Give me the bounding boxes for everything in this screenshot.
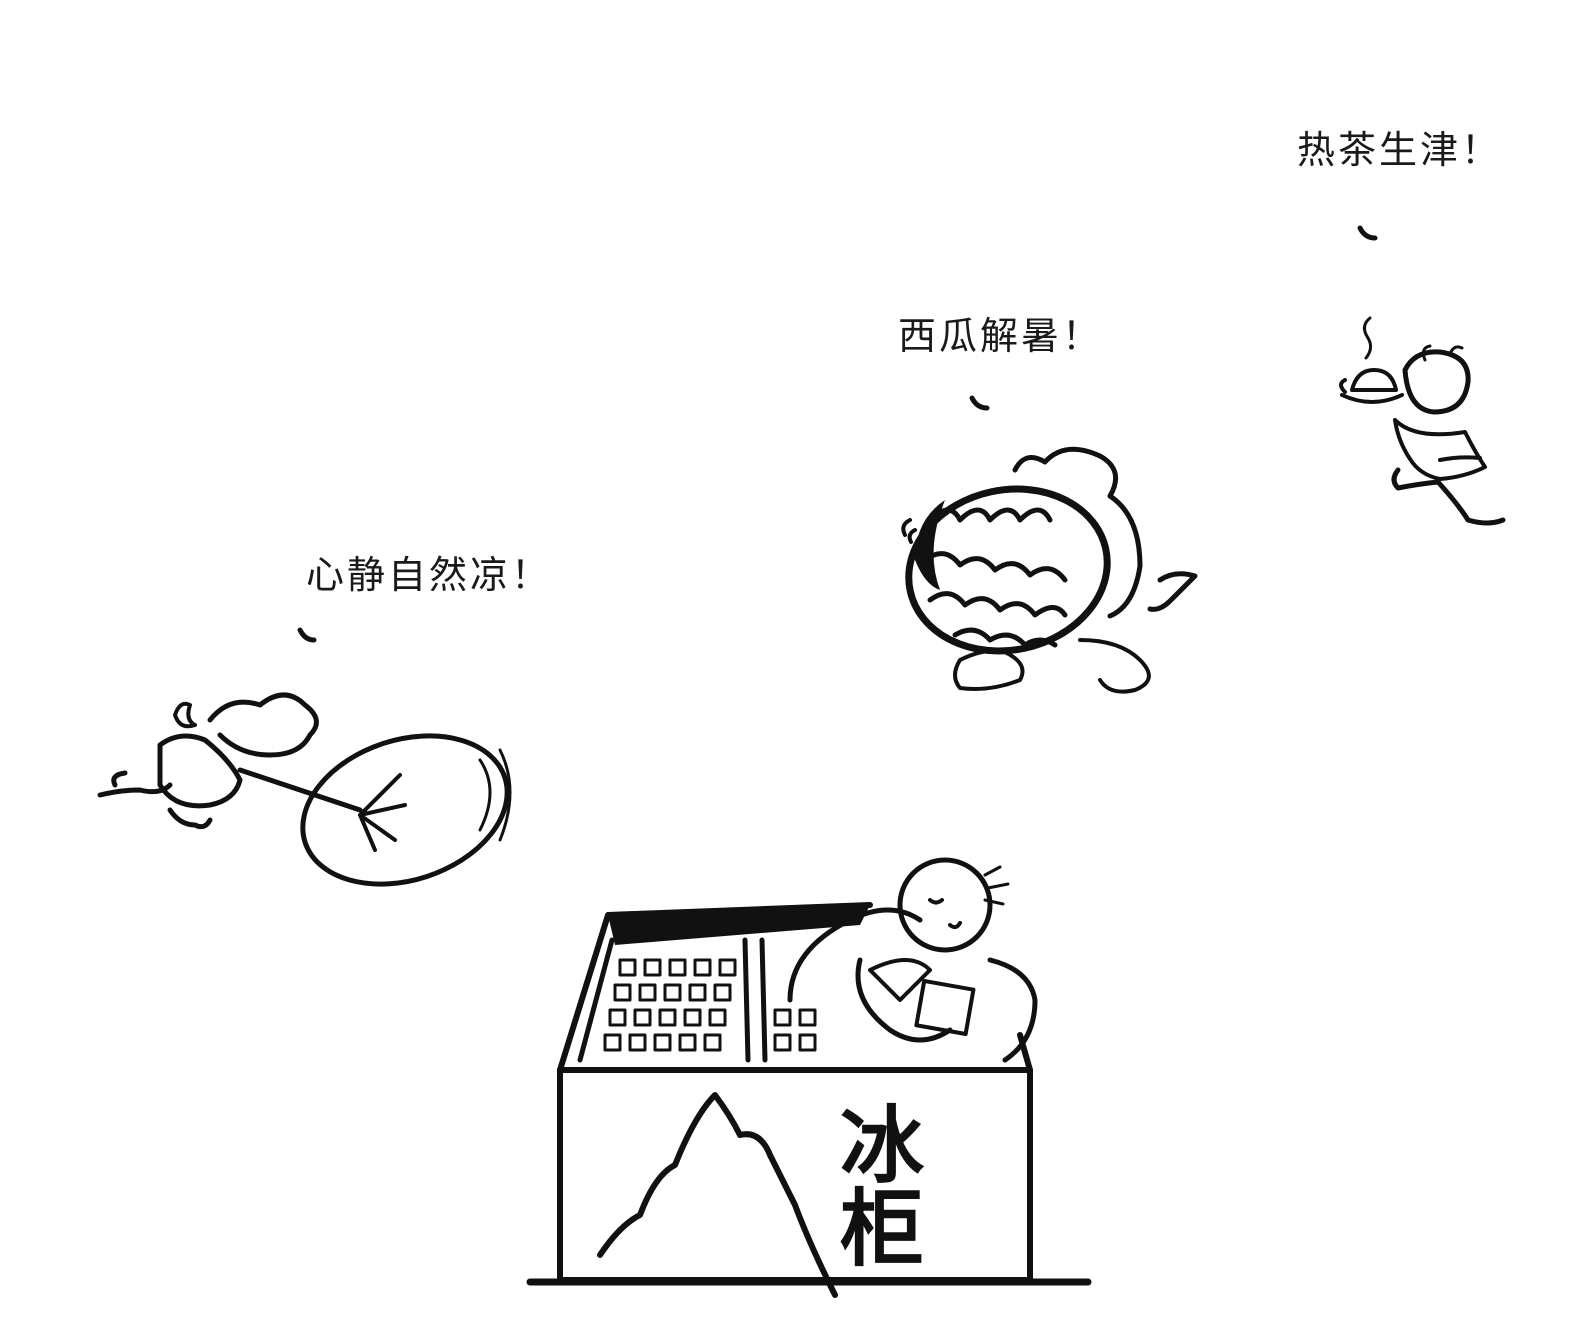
watermelon-icon	[905, 485, 1111, 655]
ice-blocks	[603, 958, 817, 1052]
ice-cabinet: 冰 柜	[526, 857, 1092, 1298]
speech-tick-watermelon	[969, 395, 990, 411]
cabinet-label-ice: 冰	[840, 1097, 925, 1195]
glass-icon	[868, 958, 932, 1002]
teapot-icon	[1350, 368, 1398, 392]
cabinet-front	[557, 1067, 1033, 1283]
figure-watermelon-carrier	[901, 446, 1198, 694]
figure-fan-holder	[97, 692, 512, 887]
caption-tea: 热茶生津！	[1297, 128, 1503, 172]
speech-tick-fan	[297, 627, 317, 643]
cabinet-label-cabinet: 柜	[840, 1180, 924, 1278]
steam-icon	[1363, 316, 1373, 360]
speech-tick-tea	[1357, 225, 1378, 241]
figure-tea-server	[1339, 316, 1506, 526]
caption-fan: 心静自然凉！	[306, 553, 553, 597]
fan-icon	[300, 733, 510, 887]
caption-watermelon: 西瓜解暑！	[898, 314, 1104, 358]
figure-head	[897, 857, 993, 953]
